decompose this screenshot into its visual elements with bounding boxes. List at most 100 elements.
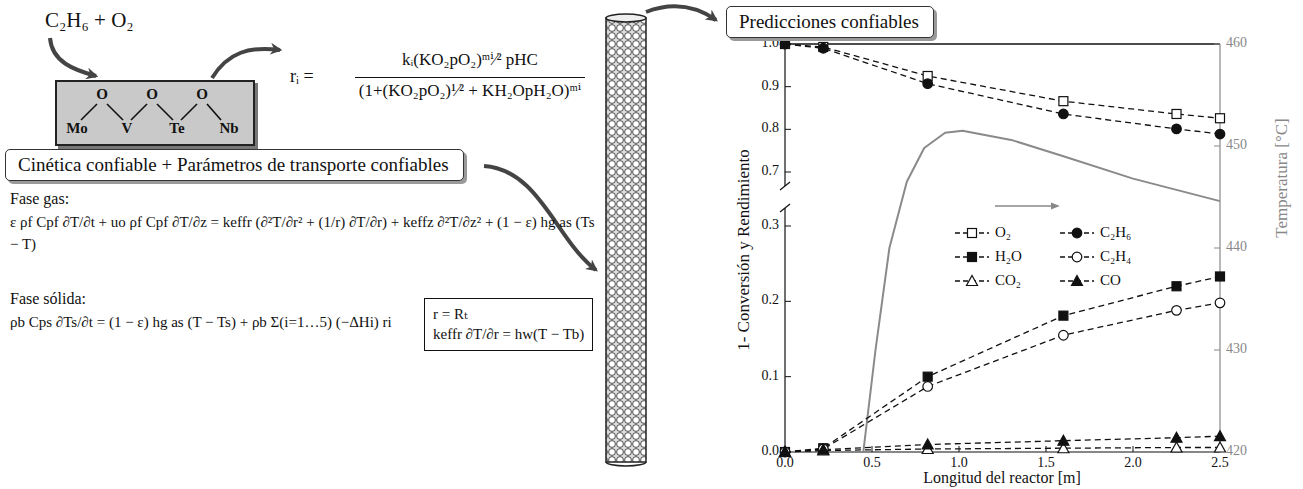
node-text: r = Rₜ (433, 304, 584, 324)
data-marker (1216, 114, 1225, 123)
data-marker (1059, 330, 1069, 340)
legend-swatch (955, 250, 989, 264)
tick (1214, 248, 1220, 249)
node-text: Cinética confiable + Parámetros de trans… (18, 154, 449, 175)
equation: kᵢ(KO₂pO₂)ᵐⁱ⁄² pHC (402, 50, 538, 70)
legend-swatch (1060, 274, 1094, 288)
atom-label: Mo (66, 120, 88, 137)
tick-label: 2.5 (1211, 455, 1229, 471)
data-marker (818, 445, 829, 455)
temperature-curve (863, 131, 1220, 452)
data-marker (1072, 252, 1082, 262)
tick-label: 0.8 (762, 120, 780, 136)
bond-line (157, 104, 173, 120)
series-line (785, 44, 1220, 134)
bond-line (81, 104, 97, 120)
tick-label: 430 (1226, 341, 1247, 357)
tick-label: 1.0 (950, 455, 968, 471)
catalyst-structure: OOOMoVTeNb (55, 80, 255, 146)
tick (1046, 446, 1047, 452)
section-label: Fase gas: (10, 190, 69, 208)
data-marker (1072, 228, 1082, 238)
tick (785, 301, 791, 302)
equation: ε ρf Cpf ∂T/∂t + uo ρf Cpf ∂T/∂z = keffr… (10, 212, 595, 256)
formula: C₂H₆ + O₂ (45, 8, 134, 32)
data-marker (1072, 275, 1083, 285)
legend-text: H₂O (995, 248, 1022, 265)
series-line (785, 436, 1220, 452)
tick (1214, 146, 1220, 147)
tick-label: 0.3 (762, 217, 780, 233)
axis-break (780, 204, 790, 212)
legend-item: CO₂ (955, 272, 1021, 289)
node-text: keffr ∂T/∂r = hw(T − Tb) (433, 324, 584, 344)
tick (785, 86, 791, 87)
series-line (785, 44, 1220, 118)
data-marker (1215, 298, 1225, 308)
data-marker (922, 439, 933, 449)
data-marker (1059, 109, 1069, 119)
flow-arrow (212, 49, 280, 78)
bond-line (207, 104, 221, 120)
series-line (785, 303, 1220, 452)
data-marker (1171, 442, 1182, 452)
bond-line (107, 104, 123, 120)
data-marker (818, 444, 829, 454)
legend-swatch (1060, 226, 1094, 240)
tick-label: 450 (1226, 137, 1247, 153)
tick-label: 460 (1226, 35, 1247, 51)
data-marker (818, 444, 828, 454)
axis-title: 1- Conversión y Rendimiento (734, 149, 754, 351)
tick-label: 0.2 (762, 292, 780, 308)
tick-label: 420 (1226, 443, 1247, 459)
line-chart (780, 39, 1226, 457)
tick-label: 0.9 (762, 78, 780, 94)
tick (785, 226, 791, 227)
x-axis (785, 451, 1220, 452)
data-marker (1058, 435, 1069, 445)
legend-text: C₂H₄ (1100, 248, 1131, 265)
legend-swatch (955, 274, 989, 288)
equation: ρb Cps ∂Ts/∂t = (1 − ε) hg as (T − Ts) +… (10, 312, 415, 334)
legend-text: C₂H₆ (1100, 224, 1131, 241)
atom-label: O (96, 86, 108, 103)
legend-text: CO (1100, 272, 1121, 289)
data-marker (1172, 282, 1181, 291)
axis-pointer (995, 205, 1058, 207)
tick (1214, 44, 1220, 45)
series-line (785, 277, 1220, 453)
banner-box: Cinética confiable + Parámetros de trans… (5, 149, 464, 181)
legend-item: H₂O (955, 248, 1022, 265)
data-marker (1059, 97, 1068, 106)
data-marker (968, 252, 977, 261)
equation: (1+(KO₂pO₂)¹⁄² + KH₂OpH₂O)ᵐⁱ (359, 81, 582, 101)
packed-bed-reactor (606, 14, 646, 466)
atom-label: Te (169, 120, 184, 137)
flow-arrow (646, 6, 716, 20)
node-text: Predicciones confiables (739, 11, 919, 32)
tick (785, 376, 791, 377)
tick (1214, 350, 1220, 351)
data-marker (1215, 129, 1225, 139)
tick-label: 1.5 (1037, 455, 1055, 471)
tick-label: 2.0 (1124, 455, 1142, 471)
data-marker (967, 275, 978, 285)
data-marker (818, 43, 828, 53)
tick-label: 440 (1226, 239, 1247, 255)
flow-arrow (50, 38, 96, 76)
section-label: Fase sólida: (10, 290, 86, 308)
fraction-bar (355, 77, 586, 78)
legend-item: CO (1060, 272, 1121, 289)
legend-text: CO₂ (995, 272, 1021, 289)
tick-label: 0.1 (762, 368, 780, 384)
axis-title: Longitud del reactor [m] (923, 469, 1081, 487)
data-marker (1216, 272, 1225, 281)
legend-swatch (1060, 250, 1094, 264)
banner-box: Predicciones confiables (726, 6, 934, 38)
atom-label: O (196, 86, 208, 103)
bond-line (131, 104, 147, 120)
legend-text: O₂ (995, 224, 1011, 241)
tick-label: 0.7 (762, 163, 780, 179)
